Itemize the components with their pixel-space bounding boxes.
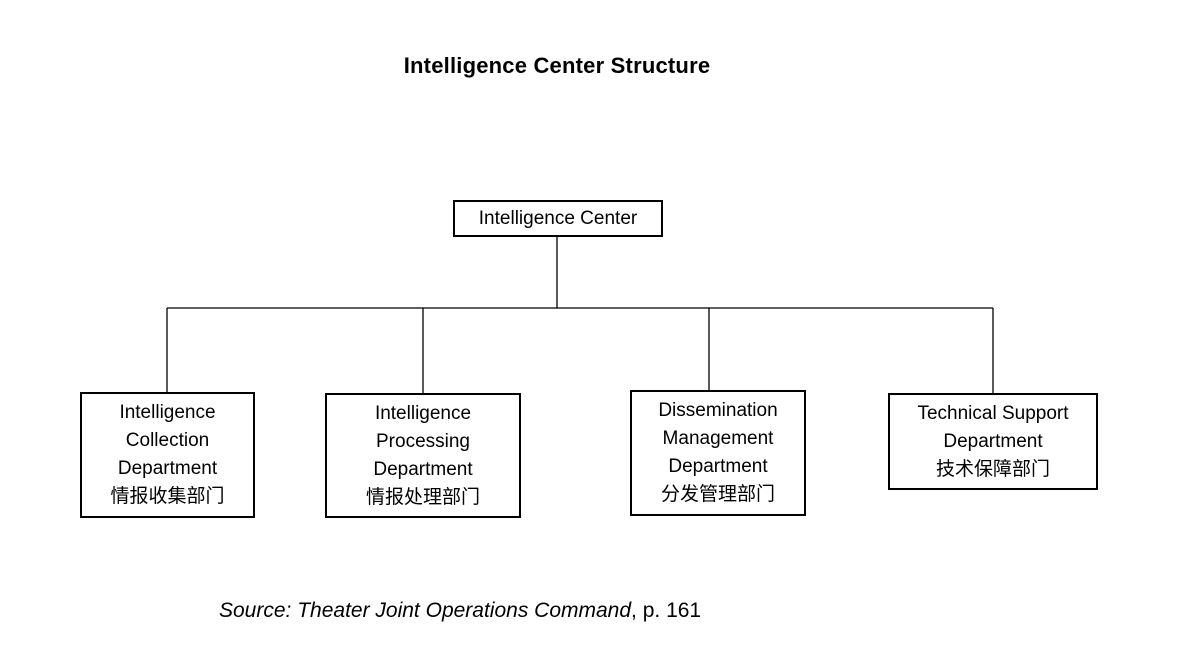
node-label-line: Collection — [125, 430, 210, 451]
node-label-chinese: 分发管理部门 — [660, 484, 775, 505]
node-technical-support-department: Technical Support Department 技术保障部门 — [888, 393, 1098, 490]
node-label-chinese: 情报处理部门 — [365, 486, 480, 508]
node-label-line: Management — [662, 428, 774, 449]
node-dissemination-management-department: Dissemination Management Department 分发管理… — [630, 390, 806, 516]
node-intelligence-collection-department: Intelligence Collection Department 情报收集部… — [80, 392, 255, 518]
node-label-line: Intelligence — [119, 402, 216, 423]
source-citation: Source: Theater Joint Operations Command… — [219, 599, 701, 623]
node-intelligence-processing-department: Intelligence Processing Department 情报处理部… — [325, 393, 521, 518]
node-label-line: Department — [943, 430, 1043, 452]
node-label-line: Technical Support — [917, 402, 1069, 424]
node-label-chinese: 技术保障部门 — [935, 458, 1050, 480]
node-label-chinese: 情报收集部门 — [110, 486, 225, 507]
node-label-line: Processing — [376, 430, 470, 452]
source-citation-page: , p. 161 — [631, 599, 702, 622]
node-label: Intelligence Center — [478, 207, 638, 229]
node-label-line: Dissemination — [658, 400, 778, 421]
source-citation-italic: Source: Theater Joint Operations Command — [219, 599, 632, 622]
node-label-line: Department — [117, 458, 218, 479]
diagram-title: Intelligence Center Structure — [403, 53, 711, 78]
node-label-line: Department — [373, 458, 473, 480]
node-label-line: Intelligence — [374, 402, 472, 424]
node-label-line: Department — [668, 456, 768, 477]
node-intelligence-center: Intelligence Center — [453, 200, 663, 237]
